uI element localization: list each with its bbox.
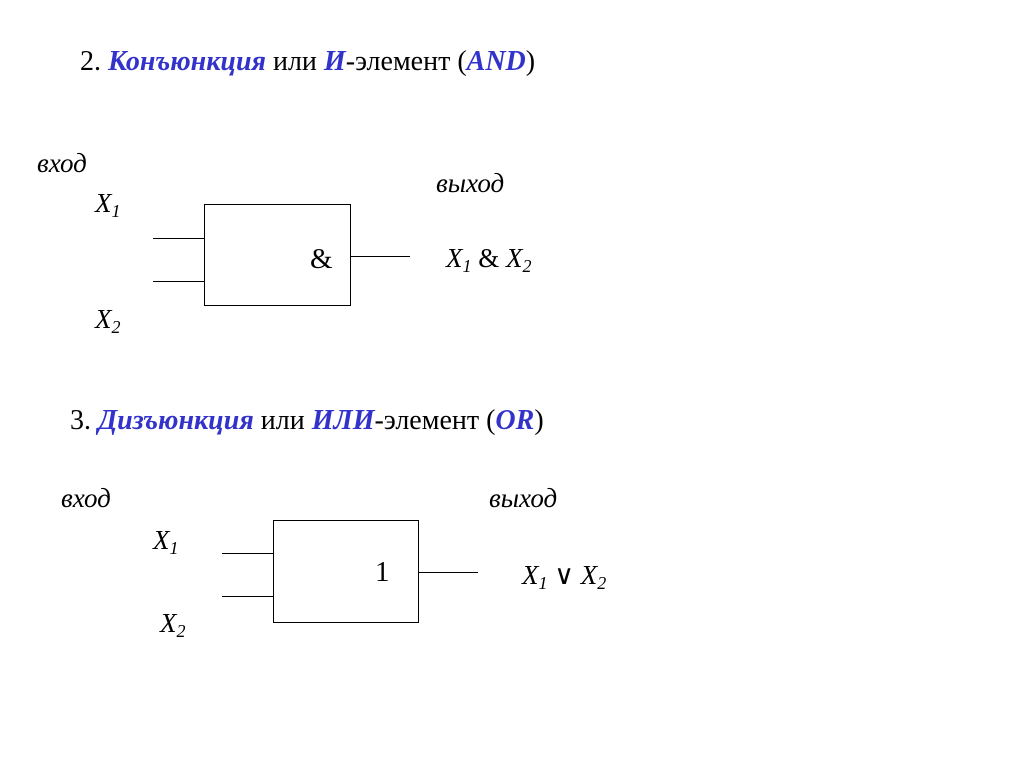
or-input2-wire: [222, 596, 274, 597]
or-heading-gate-suffix: -элемент: [374, 405, 480, 436]
and-gate-symbol: &: [310, 243, 333, 275]
and-gate-box: [204, 204, 351, 306]
or-output-label: выход: [489, 483, 558, 513]
or-output-a: X: [522, 560, 539, 590]
and-output-operator: &: [478, 243, 500, 273]
or-heading-english: OR: [495, 405, 535, 436]
or-gate-symbol: 1: [375, 556, 390, 588]
and-heading: 2. Конъюнкция или И-элемент (AND): [80, 48, 535, 76]
and-input1-letter: X: [95, 188, 112, 218]
or-input-label: вход: [61, 483, 111, 513]
and-output-wire: [350, 256, 410, 257]
or-heading-term: Дизъюнкция: [98, 405, 254, 436]
and-output-label: выход: [436, 168, 505, 198]
or-output-wire: [418, 572, 478, 573]
or-output-b: X: [580, 560, 598, 590]
and-input1-wire: [153, 238, 205, 239]
or-heading-gate-prefix: ИЛИ: [311, 405, 375, 436]
or-input1-label: X1: [153, 525, 179, 558]
and-input1-index: 1: [111, 201, 121, 221]
or-heading-connector: или: [260, 405, 305, 436]
and-output-b: X: [506, 243, 523, 273]
and-heading-number: 2.: [80, 46, 101, 77]
and-input2-wire: [153, 281, 205, 282]
and-heading-open-paren: (: [457, 46, 467, 77]
or-input2-letter: X: [160, 608, 177, 638]
or-heading: 3. Дизъюнкция или ИЛИ-элемент (OR): [70, 407, 544, 435]
or-output-expression: X1 ∨ X2: [522, 560, 607, 593]
or-output-operator: ∨: [554, 560, 575, 590]
and-heading-english: AND: [466, 46, 526, 77]
and-heading-connector: или: [272, 46, 317, 77]
or-input1-index: 1: [169, 538, 179, 558]
and-heading-close-paren: ): [525, 46, 536, 77]
or-gate-box: [273, 520, 419, 623]
or-heading-open-paren: (: [486, 405, 496, 436]
and-heading-gate-prefix: И: [323, 46, 346, 77]
and-input2-label: X2: [95, 304, 121, 337]
and-output-expression: X1 & X2: [446, 243, 532, 276]
or-input2-label: X2: [160, 608, 186, 641]
and-output-b-index: 2: [522, 256, 532, 276]
or-input1-letter: X: [153, 525, 170, 555]
or-output-b-index: 2: [597, 573, 607, 593]
or-input1-wire: [222, 553, 274, 554]
and-input2-letter: X: [95, 304, 112, 334]
and-heading-gate-suffix: -элемент: [345, 46, 451, 77]
and-heading-term: Конъюнкция: [108, 46, 266, 77]
and-output-a: X: [446, 243, 463, 273]
or-heading-close-paren: ): [534, 405, 544, 436]
and-input2-index: 2: [111, 317, 121, 337]
or-input2-index: 2: [176, 621, 186, 641]
and-input1-label: X1: [95, 188, 121, 221]
or-heading-number: 3.: [70, 405, 91, 436]
and-output-a-index: 1: [462, 256, 472, 276]
or-output-a-index: 1: [538, 573, 548, 593]
and-input-label: вход: [37, 148, 87, 178]
